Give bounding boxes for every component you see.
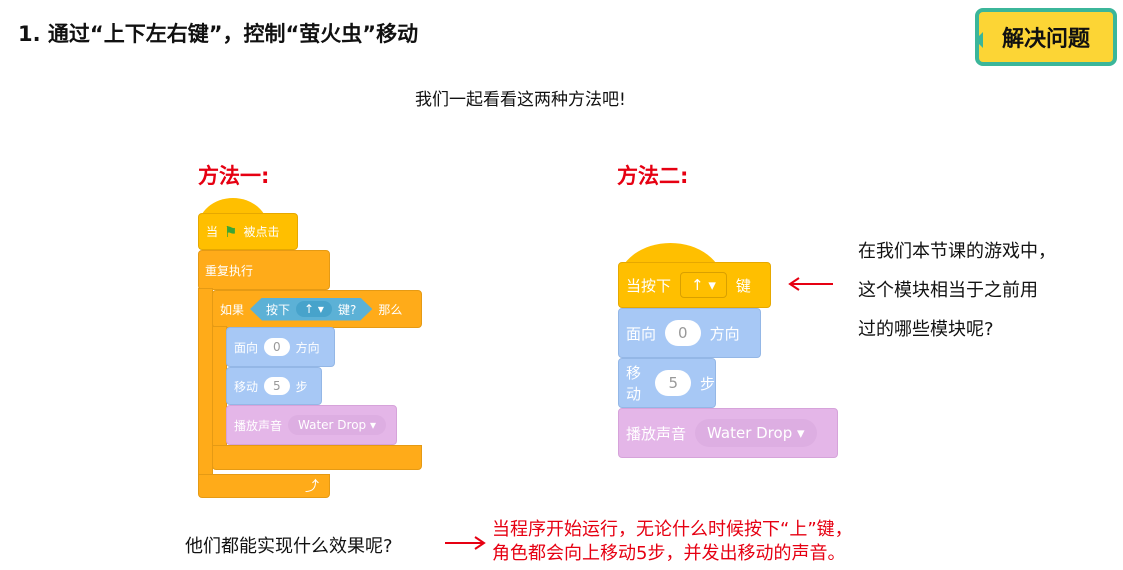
solve-problem-button[interactable]: 解决问题	[975, 8, 1117, 66]
steps-input[interactable]: 5	[264, 377, 290, 395]
point-direction-block[interactable]: 面向 0 方向	[618, 308, 761, 358]
page-title: 1. 通过“上下左右键”，控制“萤火虫”移动	[18, 22, 419, 46]
forever-arm	[198, 288, 213, 478]
sound-dropdown[interactable]: Water Drop ▾	[695, 419, 817, 447]
note-line: 这个模块相当于之前用	[858, 280, 1038, 301]
block-text: 当按下	[626, 276, 672, 295]
play-sound-block[interactable]: 播放声音 Water Drop ▾	[618, 408, 838, 458]
direction-input[interactable]: 0	[264, 338, 290, 356]
block-text: 键	[735, 276, 751, 295]
answer-line: 当程序开始运行，无论什么时候按下“上”键，	[492, 519, 853, 540]
forever-block[interactable]	[198, 250, 330, 290]
block-text: 方向	[295, 340, 320, 355]
if-arm	[212, 326, 227, 448]
when-key-pressed-block[interactable]: 当按下 ↑ ▾ 键	[618, 262, 771, 308]
note-text: 在我们本节课的游戏中， 这个模块相当于之前用 过的哪些模块呢?	[858, 232, 1056, 349]
direction-input[interactable]: 0	[665, 320, 701, 346]
if-bottom	[212, 445, 422, 470]
point-direction-block[interactable]: 面向 0 方向	[226, 327, 335, 367]
block-text: 播放声音	[626, 424, 687, 443]
block-text: 步	[699, 374, 715, 393]
loop-arrow-icon: ⤴	[305, 479, 319, 495]
block-text: 那么	[378, 302, 403, 317]
block-text: 被点击	[243, 225, 280, 239]
steps-input[interactable]: 5	[655, 370, 691, 396]
method1-label: 方法一:	[198, 164, 270, 188]
note-line: 在我们本节课的游戏中，	[858, 241, 1056, 262]
question-text: 他们都能实现什么效果呢?	[185, 536, 393, 557]
key-dropdown[interactable]: ↑ ▾	[680, 272, 727, 298]
when-flag-clicked-block[interactable]: 当 ⚑ 被点击	[198, 213, 298, 250]
block-text: 面向	[626, 324, 657, 343]
arrow-left-icon	[788, 277, 833, 291]
block-text: 如果	[220, 302, 245, 317]
block-text: 按下	[266, 302, 291, 317]
block-text: 移动	[626, 364, 642, 403]
block-text: 面向	[234, 340, 259, 355]
answer-line: 角色都会向上移动5步，并发出移动的声音。	[492, 543, 846, 564]
forever-label: 重复执行	[205, 264, 254, 278]
key-pressed-sensing[interactable]: 按下 ↑ ▾ 键?	[250, 298, 372, 321]
answer-text: 当程序开始运行，无论什么时候按下“上”键， 角色都会向上移动5步，并发出移动的声…	[492, 518, 853, 566]
subtitle: 我们一起看看这两种方法吧!	[415, 90, 626, 110]
block-text: 方向	[709, 324, 740, 343]
arrow-right-icon	[445, 536, 486, 550]
block-text: 当	[206, 225, 219, 239]
note-line: 过的哪些模块呢?	[858, 319, 994, 340]
block-text: 步	[295, 379, 308, 394]
green-flag-icon: ⚑	[224, 222, 238, 241]
block-text: 移动	[234, 379, 259, 394]
sound-dropdown[interactable]: Water Drop ▾	[288, 415, 387, 435]
forever-bottom	[198, 474, 330, 498]
play-sound-block[interactable]: 播放声音 Water Drop ▾	[226, 405, 397, 445]
key-dropdown[interactable]: ↑ ▾	[296, 301, 332, 317]
block-text: 键?	[337, 302, 357, 317]
move-steps-block[interactable]: 移动 5 步	[618, 358, 716, 408]
block-text: 播放声音	[234, 418, 283, 433]
move-steps-block[interactable]: 移动 5 步	[226, 367, 322, 405]
method2-label: 方法二:	[617, 164, 689, 188]
if-then-block[interactable]: 如果 按下 ↑ ▾ 键? 那么	[212, 290, 422, 328]
